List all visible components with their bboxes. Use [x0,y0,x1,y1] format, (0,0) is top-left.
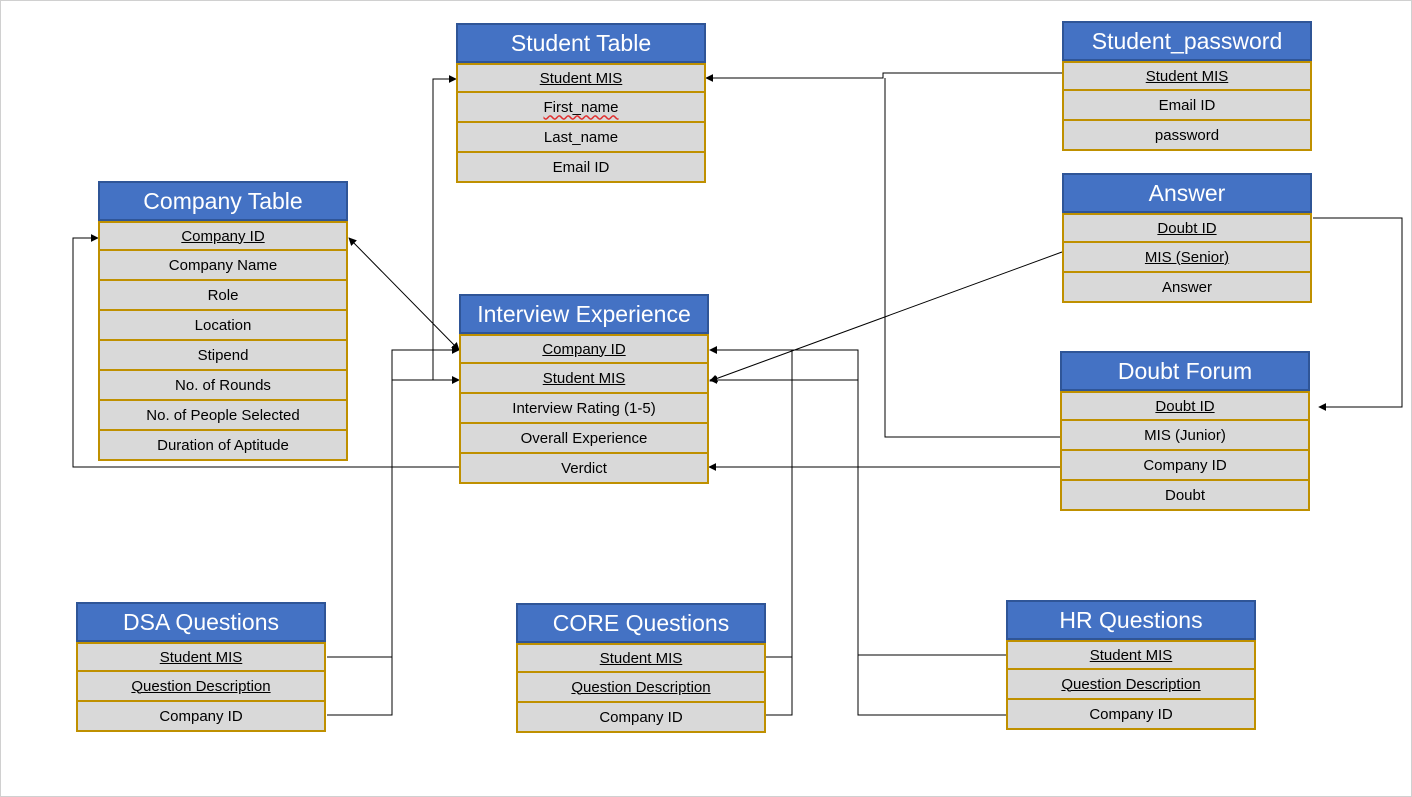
link-password-to-student [705,72,1062,82]
entity-title: Student Table [456,23,706,63]
link-interview-to-company [348,237,460,351]
link-core-company [766,657,793,716]
entity-field: Last_name [456,123,706,153]
entity-field: Question Description [76,672,326,702]
entity-field: Student MIS [76,642,326,672]
entity-field: MIS (Senior) [1062,243,1312,273]
entity-field: Company Name [98,251,348,281]
link-answer-to-interview [709,251,1063,383]
entity-title: DSA Questions [76,602,326,642]
link-verdict-to-company [72,234,459,468]
entity-field: Email ID [456,153,706,183]
entity-field: Company ID [1006,700,1256,730]
entity-field: No. of Rounds [98,371,348,401]
entity-field: Student MIS [456,63,706,93]
link-doubt-junior-to-student [884,78,1062,438]
entity-field: Stipend [98,341,348,371]
entity-field: Question Description [516,673,766,703]
entity-field: Student MIS [1062,61,1312,91]
entity-field: Overall Experience [459,424,709,454]
entity-title: CORE Questions [516,603,766,643]
entity-title: Doubt Forum [1060,351,1310,391]
entity-title: Answer [1062,173,1312,213]
entity-field: Doubt ID [1060,391,1310,421]
entity-field: Email ID [1062,91,1312,121]
entity-title: HR Questions [1006,600,1256,640]
entity-field: First_name [456,93,706,123]
entity-title: Company Table [98,181,348,221]
entity-field: Duration of Aptitude [98,431,348,461]
link-hr-company [709,376,1006,716]
entity-field: Student MIS [516,643,766,673]
entity-field: Doubt ID [1062,213,1312,243]
entity-field: Location [98,311,348,341]
entity-title: Student_password [1062,21,1312,61]
link-answer-to-doubt [1313,217,1403,411]
entity-field: Doubt [1060,481,1310,511]
entity-title: Interview Experience [459,294,709,334]
entity-field: Company ID [459,334,709,364]
entity-field: Company ID [1060,451,1310,481]
entity-field: Answer [1062,273,1312,303]
entity-field: Company ID [516,703,766,733]
link-dsa-company [327,346,460,716]
entity-field: Company ID [98,221,348,251]
entity-field: password [1062,121,1312,151]
entity-field: Student MIS [459,364,709,394]
entity-field: Company ID [76,702,326,732]
entity-field: Role [98,281,348,311]
entity-field: MIS (Junior) [1060,421,1310,451]
entity-field: Question Description [1006,670,1256,700]
entity-field: No. of People Selected [98,401,348,431]
entity-field: Student MIS [1006,640,1256,670]
entity-field: Interview Rating (1-5) [459,394,709,424]
entity-field: Verdict [459,454,709,484]
